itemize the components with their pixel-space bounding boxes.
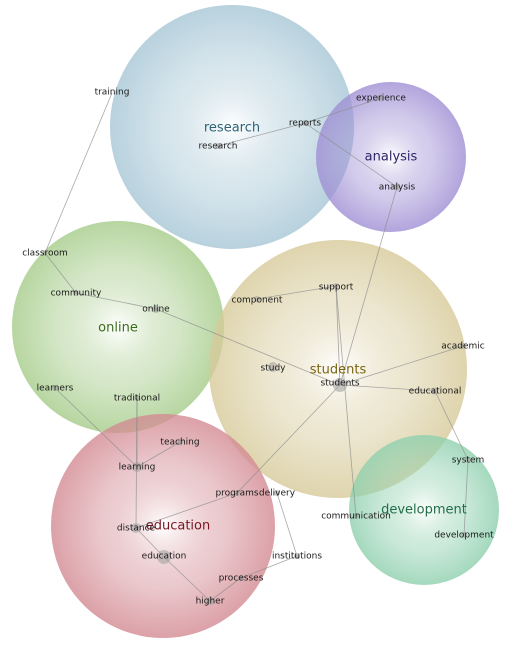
edge-delivery-institutions xyxy=(276,492,298,557)
term-node-higher xyxy=(206,597,214,605)
term-label-higher: higher xyxy=(196,597,225,607)
term-node-communication xyxy=(353,513,359,519)
edge-support-students xyxy=(335,285,341,386)
term-label-training: training xyxy=(95,88,130,98)
edge-institutions-processes xyxy=(240,555,298,579)
edge-reports-analysis xyxy=(304,122,398,188)
term-node-system xyxy=(465,457,471,463)
term-label-learning: learning xyxy=(119,463,156,473)
cluster-bubble-online xyxy=(12,221,224,433)
term-label-communication: communication xyxy=(321,512,391,522)
term-label-reports: reports xyxy=(289,119,321,129)
term-node-institutions xyxy=(294,553,300,559)
term-node-programs xyxy=(234,490,240,496)
cluster-label-students: students xyxy=(310,363,367,378)
cluster-bubble-education xyxy=(51,414,275,638)
term-node-traditional xyxy=(134,395,140,401)
edge-training-classroom xyxy=(44,92,113,254)
edge-students-programs xyxy=(236,384,341,494)
term-label-delivery: delivery xyxy=(259,489,296,499)
cluster-label-research: research xyxy=(204,121,260,136)
edge-education-higher xyxy=(163,556,211,602)
term-node-delivery xyxy=(274,490,280,496)
term-label-programs: programs xyxy=(215,489,258,499)
edge-system-development xyxy=(463,459,469,536)
cluster-label-development: development xyxy=(381,503,467,518)
term-node-study xyxy=(268,362,278,372)
edge-educational-students xyxy=(339,384,436,392)
edge-research-reports xyxy=(217,122,306,147)
edge-community-online xyxy=(75,292,157,310)
edge-learners-learning xyxy=(54,387,138,468)
term-node-learning xyxy=(132,462,142,472)
term-node-students xyxy=(333,378,347,392)
edge-programs-distance xyxy=(135,492,238,529)
term-label-teaching: teaching xyxy=(160,438,199,448)
term-label-study: study xyxy=(261,364,287,374)
cluster-label-online: online xyxy=(98,321,138,336)
term-label-research: research xyxy=(199,142,238,152)
term-label-processes: processes xyxy=(219,574,264,584)
term-node-support xyxy=(333,283,339,289)
edge-teaching-learning xyxy=(136,441,181,468)
edge-component-support xyxy=(256,285,337,300)
term-label-students: students xyxy=(320,379,359,389)
cluster-bubble-students xyxy=(209,240,467,498)
term-node-development xyxy=(461,532,467,538)
term-node-reports xyxy=(302,120,308,126)
term-node-classroom xyxy=(42,250,48,256)
term-label-institutions: institutions xyxy=(272,552,322,562)
term-node-teaching xyxy=(177,439,183,445)
term-node-analysis xyxy=(393,183,401,191)
cluster-bubble-research xyxy=(110,5,354,249)
term-label-traditional: traditional xyxy=(114,394,160,404)
edge-academic-students xyxy=(339,345,464,386)
edge-analysis-students xyxy=(339,186,398,386)
term-label-academic: academic xyxy=(441,342,484,352)
edge-classroom-community xyxy=(44,252,77,294)
cluster-label-education: education xyxy=(146,519,211,534)
term-node-community xyxy=(73,290,79,296)
term-label-system: system xyxy=(452,456,485,466)
term-node-component xyxy=(254,296,260,302)
term-label-analysis: analysis xyxy=(379,183,416,193)
cluster-bubble-development xyxy=(349,435,499,585)
cluster-bubble-analysis xyxy=(316,82,466,232)
term-node-online xyxy=(152,305,160,313)
term-label-development: development xyxy=(434,531,494,541)
term-label-component: component xyxy=(232,296,283,306)
term-node-educational xyxy=(431,387,439,395)
term-label-community: community xyxy=(51,289,102,299)
term-node-processes xyxy=(238,575,244,581)
cluster-label-analysis: analysis xyxy=(365,150,418,165)
term-label-online: online xyxy=(142,305,170,315)
term-label-experience: experience xyxy=(356,94,406,104)
term-node-distance xyxy=(131,523,141,533)
term-label-distance: distance xyxy=(117,524,156,534)
term-label-education: education xyxy=(142,552,187,562)
term-label-learners: learners xyxy=(37,384,74,394)
term-node-learners xyxy=(52,385,58,391)
edge-online-students xyxy=(155,308,341,386)
term-label-support: support xyxy=(319,283,354,293)
term-node-experience xyxy=(377,94,385,102)
edge-support-communication xyxy=(335,285,357,517)
edge-educational-system xyxy=(434,390,469,461)
term-node-education xyxy=(157,550,171,564)
term-node-research xyxy=(215,143,221,149)
term-label-classroom: classroom xyxy=(22,249,68,259)
term-label-educational: educational xyxy=(409,387,462,397)
edge-reports-experience xyxy=(304,97,382,124)
edge-processes-higher xyxy=(209,577,242,602)
term-node-academic xyxy=(460,343,466,349)
